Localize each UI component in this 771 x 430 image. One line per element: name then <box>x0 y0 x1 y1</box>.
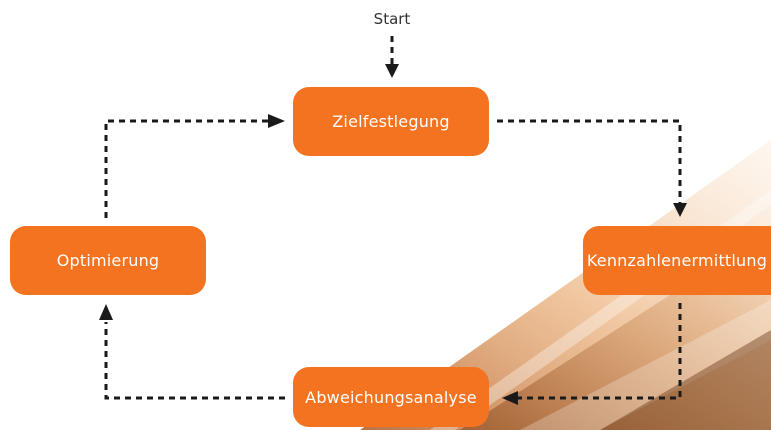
node-kpi-determination: Kennzahlenermittlung <box>583 226 771 295</box>
arrowhead-deviation <box>502 391 518 405</box>
arrow-goal-to-kpi <box>497 119 682 205</box>
start-label: Start <box>373 10 411 28</box>
arrowhead-optimization <box>99 304 113 320</box>
node-goal-setting: Zielfestlegung <box>293 87 489 156</box>
arrow-optimization-to-goal <box>104 119 268 218</box>
start-arrowhead <box>385 64 399 78</box>
arrowhead-goal <box>268 114 285 128</box>
node-optimization: Optimierung <box>10 226 206 295</box>
node-deviation-analysis: Abweichungsanalyse <box>293 367 489 427</box>
arrow-kpi-to-deviation <box>518 303 682 400</box>
arrowhead-kpi <box>673 203 687 217</box>
arrow-deviation-to-optimization <box>104 322 285 400</box>
